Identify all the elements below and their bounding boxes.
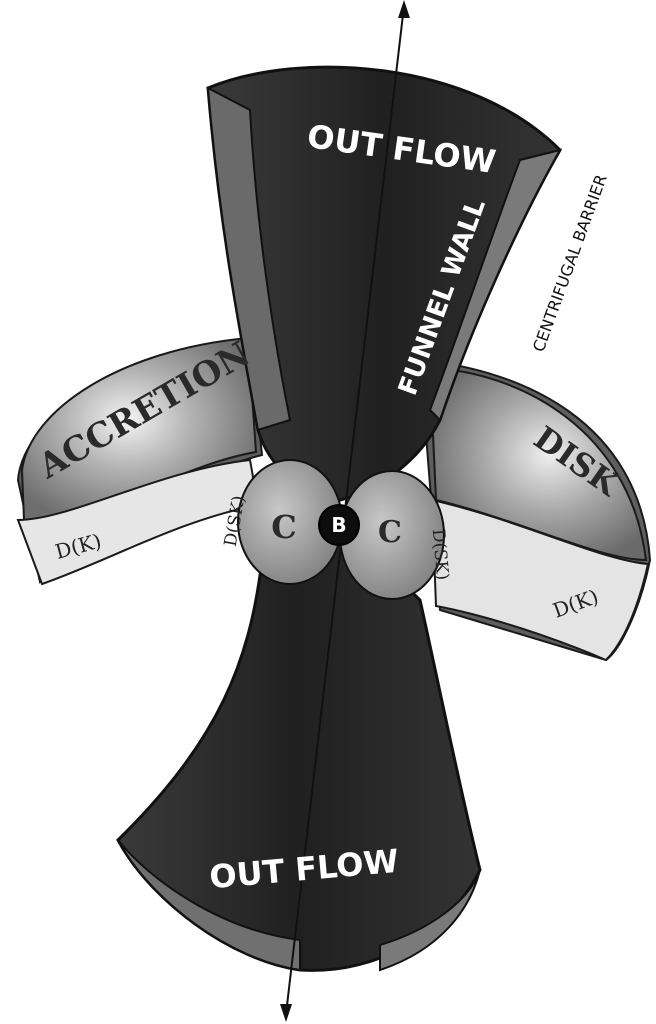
label-c-left: C (271, 508, 296, 546)
label-centrifugal-barrier: CENTRIFUGAL BARRIER (529, 172, 611, 354)
axis-arrow-bottom-icon (280, 1004, 292, 1022)
label-b: B (331, 513, 346, 537)
accretion-disk-right (420, 360, 650, 660)
label-c-right: C (378, 515, 402, 550)
axis-arrow-top-icon (398, 0, 410, 18)
